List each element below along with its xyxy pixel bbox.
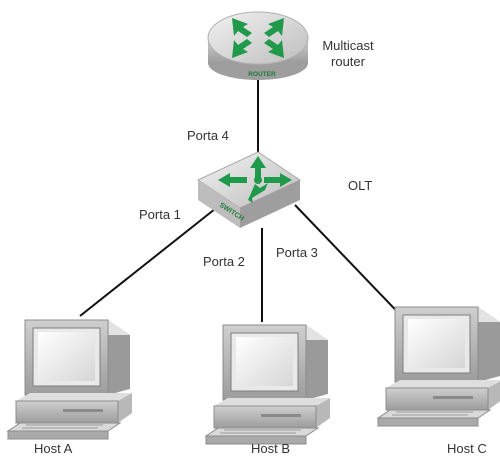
router-caption-line2: router [331, 54, 365, 69]
port-2-label: Porta 2 [203, 254, 245, 269]
port-3-label: Porta 3 [276, 245, 318, 260]
host-c-computer-icon [377, 306, 500, 427]
host-a-label: Host A [34, 441, 73, 456]
router-icon: ROUTER [207, 11, 309, 80]
switch-icon: SWITCH [196, 151, 302, 228]
network-links [79, 80, 411, 326]
link-switch-host-c [294, 204, 411, 326]
port-4-label: Porta 4 [187, 128, 229, 143]
router-caption-line1: Multicast [322, 38, 374, 53]
host-c-label: Host C [447, 441, 487, 456]
router-caption: Multicast router [318, 38, 378, 70]
link-switch-host-a [79, 204, 221, 317]
host-a-computer-icon [7, 319, 133, 440]
host-b-label: Host B [251, 441, 291, 456]
port-1-label: Porta 1 [139, 207, 181, 222]
host-b-computer-icon [205, 324, 331, 445]
switch-caption-olt: OLT [348, 178, 373, 193]
router-device-label: ROUTER [248, 71, 276, 78]
